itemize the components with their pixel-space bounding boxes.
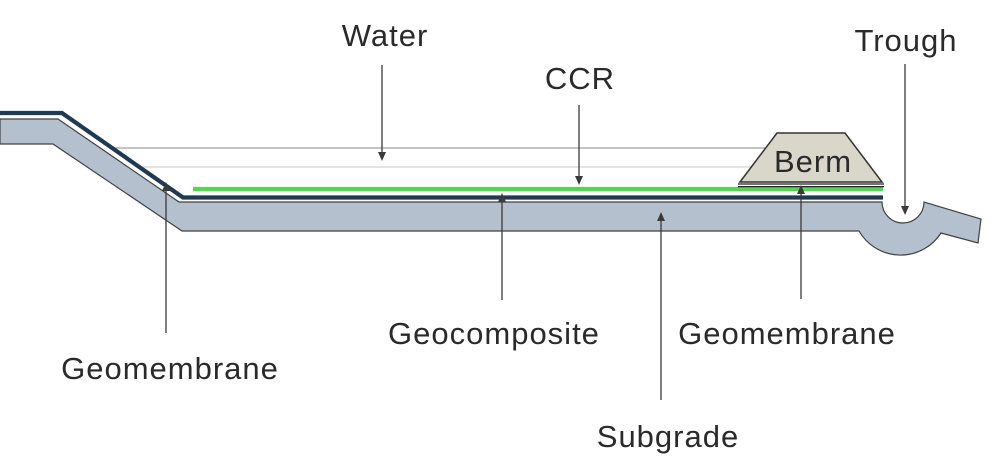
- trough-arrow: [901, 64, 909, 215]
- geomembrane-right-arrow: [797, 185, 805, 299]
- geomembrane-right-label: Geomembrane: [678, 316, 896, 351]
- trough-arrowhead-icon: [901, 206, 909, 215]
- geomembrane-left-label: Geomembrane: [61, 351, 279, 386]
- berm-shape: [738, 132, 884, 183]
- trough-label: Trough: [854, 23, 957, 58]
- geocomposite-label: Geocomposite: [388, 316, 600, 351]
- geomembrane-right-arrowhead-icon: [797, 185, 805, 194]
- subgrade-label: Subgrade: [597, 419, 739, 454]
- geomembrane-liner-line: [0, 110, 883, 200]
- geocomposite-arrow: [498, 193, 506, 300]
- water-label: Water: [342, 18, 429, 53]
- geocomposite-arrowhead-icon: [498, 193, 506, 202]
- geomembrane-left-arrowhead-icon: [162, 182, 170, 191]
- ccr-label: CCR: [545, 61, 615, 96]
- subgrade-arrowhead-icon: [657, 212, 665, 221]
- ccr-arrow: [575, 105, 583, 185]
- berm-label: Berm: [774, 144, 852, 179]
- subgrade-shape: [0, 118, 982, 256]
- water-arrowhead-icon: [378, 152, 386, 161]
- ccr-arrowhead-icon: [575, 176, 583, 185]
- geomembrane-left-arrow: [162, 182, 170, 333]
- water-arrow: [378, 65, 386, 161]
- subgrade-arrow: [657, 212, 665, 400]
